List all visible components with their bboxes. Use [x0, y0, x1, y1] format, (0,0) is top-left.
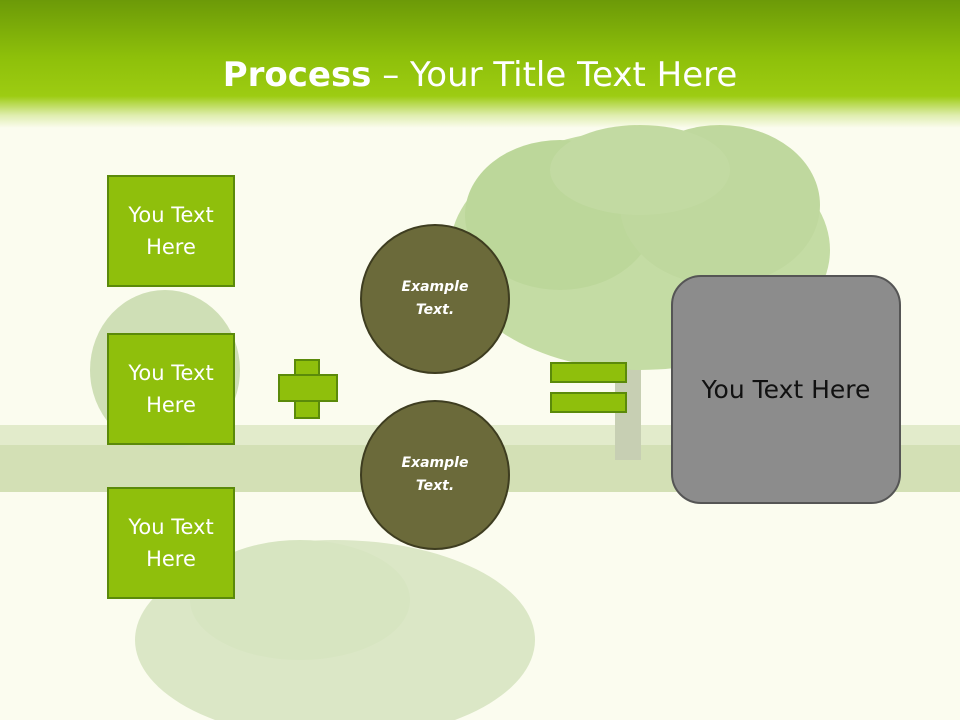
text-box-2[interactable]: You Text Here [107, 333, 235, 445]
equals-bottom-bar [550, 392, 627, 413]
text-box-1[interactable]: You Text Here [107, 175, 235, 287]
header-bar [0, 0, 960, 128]
example-circle-1[interactable]: Example Text. [360, 224, 510, 374]
title-bold: Process [222, 55, 372, 95]
equals-top-bar [550, 362, 627, 383]
circle-label-2: Example Text. [401, 455, 469, 494]
example-circle-2[interactable]: Example Text. [360, 400, 510, 550]
page-title: Process – Your Title Text Here [0, 52, 960, 98]
title-rest: – Your Title Text Here [371, 55, 738, 95]
result-box[interactable]: You Text Here [671, 275, 901, 504]
circle-label-1: Example Text. [401, 279, 469, 318]
plus-center [296, 376, 318, 400]
text-box-3[interactable]: You Text Here [107, 487, 235, 599]
